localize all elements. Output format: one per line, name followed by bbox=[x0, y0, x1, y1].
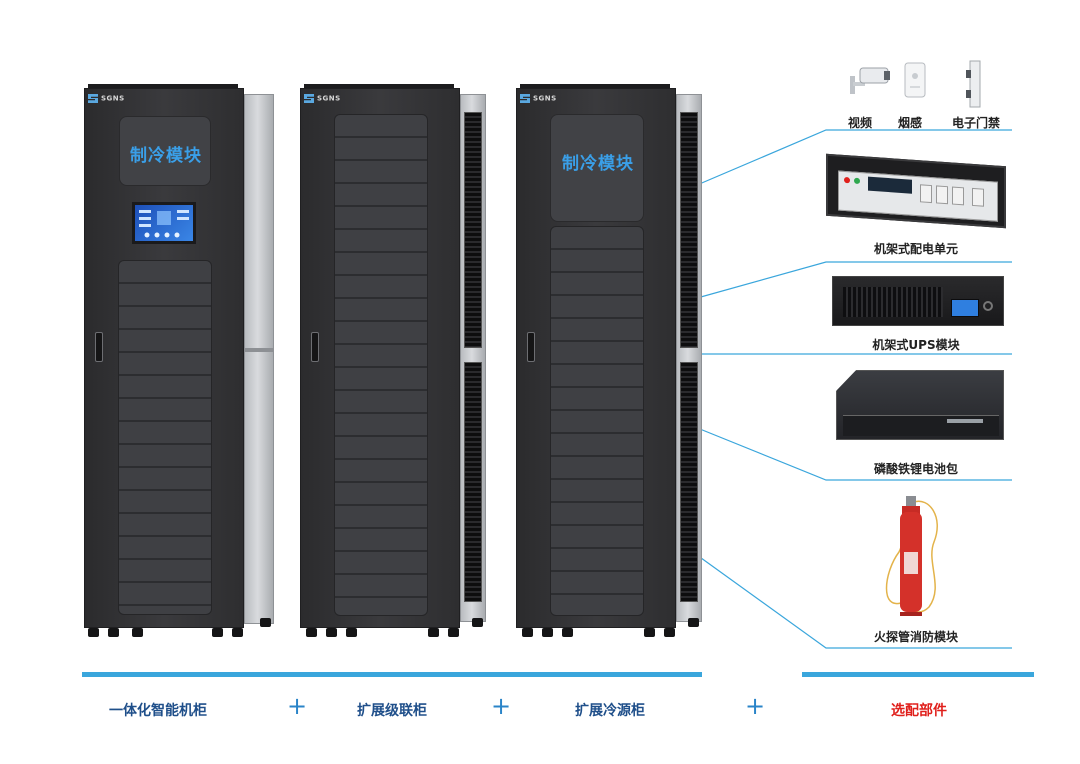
caster bbox=[108, 628, 119, 637]
smoke-detector-icon bbox=[904, 62, 926, 98]
front-grille bbox=[118, 260, 212, 615]
pdu-indicator-icon bbox=[844, 176, 850, 184]
pdu-display bbox=[868, 176, 912, 194]
battery-label: 磷酸铁锂电池包 bbox=[873, 462, 958, 476]
brand-logo-icon bbox=[88, 94, 98, 103]
callout-line-battery bbox=[689, 424, 1012, 481]
callout-line-video bbox=[689, 129, 1012, 189]
brand-logo-icon bbox=[304, 94, 314, 103]
cooling-source-cabinet-label: 扩展冷源柜 bbox=[575, 703, 645, 719]
caster bbox=[644, 628, 655, 637]
ups-vent bbox=[843, 287, 943, 317]
caster bbox=[562, 628, 573, 637]
caster bbox=[688, 618, 699, 627]
door-handle[interactable] bbox=[527, 332, 535, 362]
cascade-cabinet-label: 扩展级联柜 bbox=[357, 703, 427, 719]
caster bbox=[448, 628, 459, 637]
side-vent-upper bbox=[680, 112, 698, 348]
caster bbox=[428, 628, 439, 637]
cooling-module-label: 制冷模块 bbox=[130, 146, 202, 166]
caster bbox=[664, 628, 675, 637]
caster bbox=[260, 618, 271, 627]
rack-ups-module bbox=[832, 276, 1004, 326]
smoke-label: 烟感 bbox=[897, 116, 922, 130]
screen-ui-icon bbox=[139, 210, 189, 238]
pdu-label: 机架式配电单元 bbox=[873, 242, 958, 256]
breaker-icon bbox=[936, 185, 948, 205]
brand-logo: SGNS bbox=[304, 94, 341, 103]
video-label: 视频 bbox=[847, 116, 872, 130]
brand-logo-icon bbox=[520, 94, 530, 103]
caster bbox=[542, 628, 553, 637]
pdu-indicator-icon bbox=[854, 177, 860, 185]
door-handle[interactable] bbox=[95, 332, 103, 362]
brand-logo-text: SGNS bbox=[533, 94, 557, 103]
brand-logo: SGNS bbox=[520, 94, 557, 103]
brand-logo-text: SGNS bbox=[101, 94, 125, 103]
fire-suppression-icon bbox=[885, 496, 938, 616]
caster bbox=[522, 628, 533, 637]
touch-screen[interactable] bbox=[132, 202, 196, 244]
battery-nameplate bbox=[947, 419, 983, 423]
ups-label: 机架式UPS模块 bbox=[872, 338, 960, 352]
side-vent-lower bbox=[464, 362, 482, 602]
front-grille bbox=[550, 226, 644, 616]
callout-line-pdu bbox=[689, 261, 1012, 301]
cooling-module-panel: 制冷模块 bbox=[119, 116, 211, 186]
cabinet-top bbox=[304, 84, 454, 90]
cabinet-top bbox=[520, 84, 670, 90]
caster bbox=[472, 618, 483, 627]
caster bbox=[306, 628, 317, 637]
cabinet-top bbox=[88, 84, 238, 90]
breaker-icon bbox=[920, 184, 932, 204]
ups-lcd-display bbox=[951, 299, 979, 317]
caster bbox=[326, 628, 337, 637]
side-vent-lower bbox=[680, 362, 698, 602]
side-vent-upper bbox=[464, 112, 482, 348]
brand-logo-text: SGNS bbox=[317, 94, 341, 103]
caster bbox=[132, 628, 143, 637]
caster bbox=[232, 628, 243, 637]
video-camera-icon bbox=[850, 67, 890, 94]
plus-sign: + bbox=[490, 692, 512, 720]
bottom-line-right bbox=[802, 672, 1034, 677]
brand-logo: SGNS bbox=[88, 94, 125, 103]
cooling-source-cabinet: SGNS 制冷模块 bbox=[516, 84, 706, 638]
caster bbox=[88, 628, 99, 637]
side-seam bbox=[244, 348, 274, 352]
optional-parts-label: 选配部件 bbox=[891, 703, 947, 719]
door-access-label: 电子门禁 bbox=[951, 116, 1000, 130]
breaker-icon bbox=[972, 187, 984, 207]
caster bbox=[212, 628, 223, 637]
lifepo4-battery-pack bbox=[836, 370, 1004, 440]
plus-sign: + bbox=[744, 692, 766, 720]
breaker-icon bbox=[952, 186, 964, 206]
cooling-module-label: 制冷模块 bbox=[562, 154, 634, 174]
door-handle[interactable] bbox=[311, 332, 319, 362]
integrated-cabinet-label: 一体化智能机柜 bbox=[109, 703, 207, 719]
cooling-module-panel: 制冷模块 bbox=[550, 114, 644, 222]
bottom-line-left bbox=[82, 672, 702, 677]
integrated-cabinet: SGNS 制冷模块 bbox=[84, 84, 276, 638]
ups-power-icon bbox=[983, 301, 993, 311]
electronic-door-lock-icon bbox=[966, 60, 981, 108]
front-grille bbox=[334, 114, 428, 616]
cascade-cabinet: SGNS bbox=[300, 84, 490, 638]
rack-pdu-unit bbox=[826, 153, 1006, 229]
fire-suppression-label: 火探管消防模块 bbox=[873, 630, 958, 644]
caster bbox=[346, 628, 357, 637]
callout-line-fire bbox=[689, 549, 1012, 649]
plus-sign: + bbox=[286, 692, 308, 720]
cabinet-side-panel bbox=[244, 94, 274, 624]
